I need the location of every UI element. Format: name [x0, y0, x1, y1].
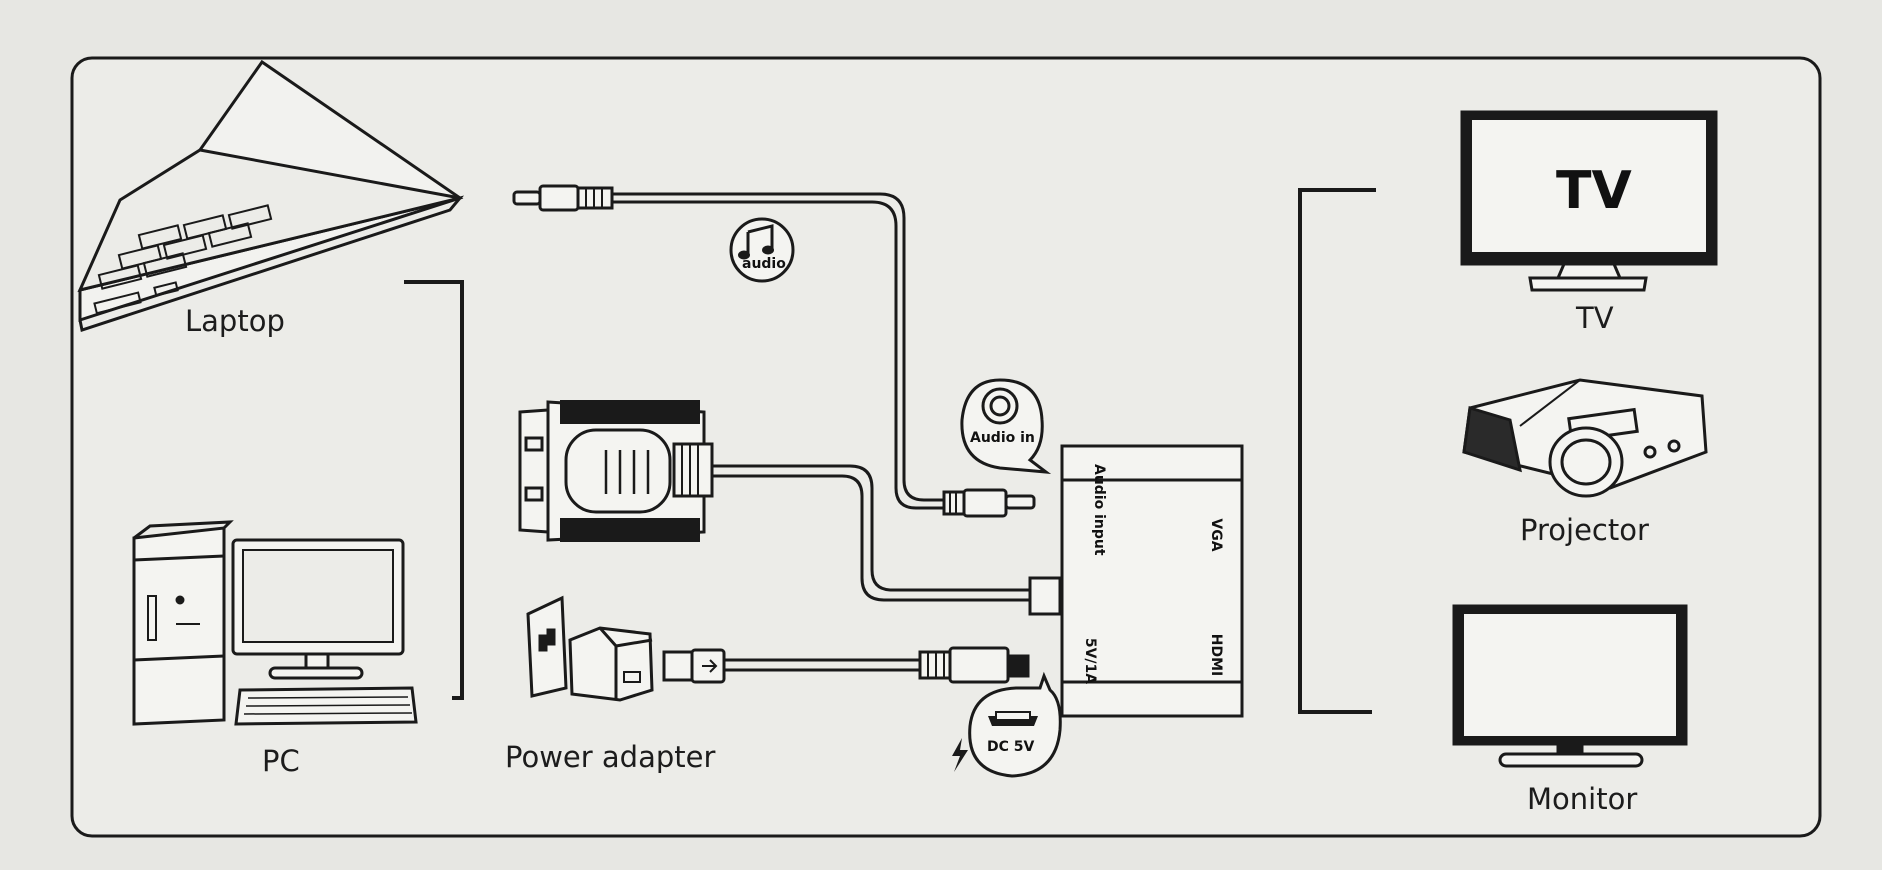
converter-box: [1060, 444, 1244, 718]
panel-frame: [70, 56, 1822, 838]
projector-icon: [1462, 378, 1708, 498]
dc-badge: [968, 671, 1062, 778]
port-hdmi: HDMI: [1208, 633, 1224, 677]
pc-icon: [132, 520, 418, 726]
laptop-icon: [77, 59, 465, 332]
left-bracket: [404, 280, 464, 700]
right-bracket: [1298, 188, 1376, 714]
tv-icon: [1460, 110, 1718, 292]
monitor-label: Monitor: [1527, 782, 1638, 816]
projector-label: Projector: [1520, 513, 1649, 547]
power-adapter-icon: [526, 595, 654, 702]
audio-badge: [729, 217, 795, 283]
audio-badge-text: audio: [742, 256, 786, 272]
usb-cable: [662, 646, 1030, 684]
dc-badge-text: DC 5V: [987, 739, 1035, 755]
audio-in-badge-text: Audio in: [970, 430, 1035, 446]
audio-cable: [610, 192, 948, 510]
audio-plug-left: [512, 184, 614, 212]
lightning-icon: [952, 738, 968, 772]
pc-label: PC: [262, 744, 300, 778]
monitor-icon: [1452, 604, 1688, 768]
vga-cable-plug: [1028, 576, 1062, 616]
audio-in-badge: [960, 378, 1052, 474]
laptop-label: Laptop: [185, 304, 285, 338]
port-power: 5V/1A: [1082, 637, 1098, 685]
port-vga: VGA: [1208, 518, 1224, 552]
audio-plug-right: [942, 488, 1036, 518]
vga-connector-icon: [518, 400, 714, 542]
power-adapter-label: Power adapter: [505, 740, 716, 774]
vga-cable: [712, 464, 1032, 602]
port-audio-input: Audio input: [1091, 464, 1107, 556]
tv-screen-text: TV: [1556, 161, 1632, 221]
tv-label: TV: [1576, 301, 1614, 335]
